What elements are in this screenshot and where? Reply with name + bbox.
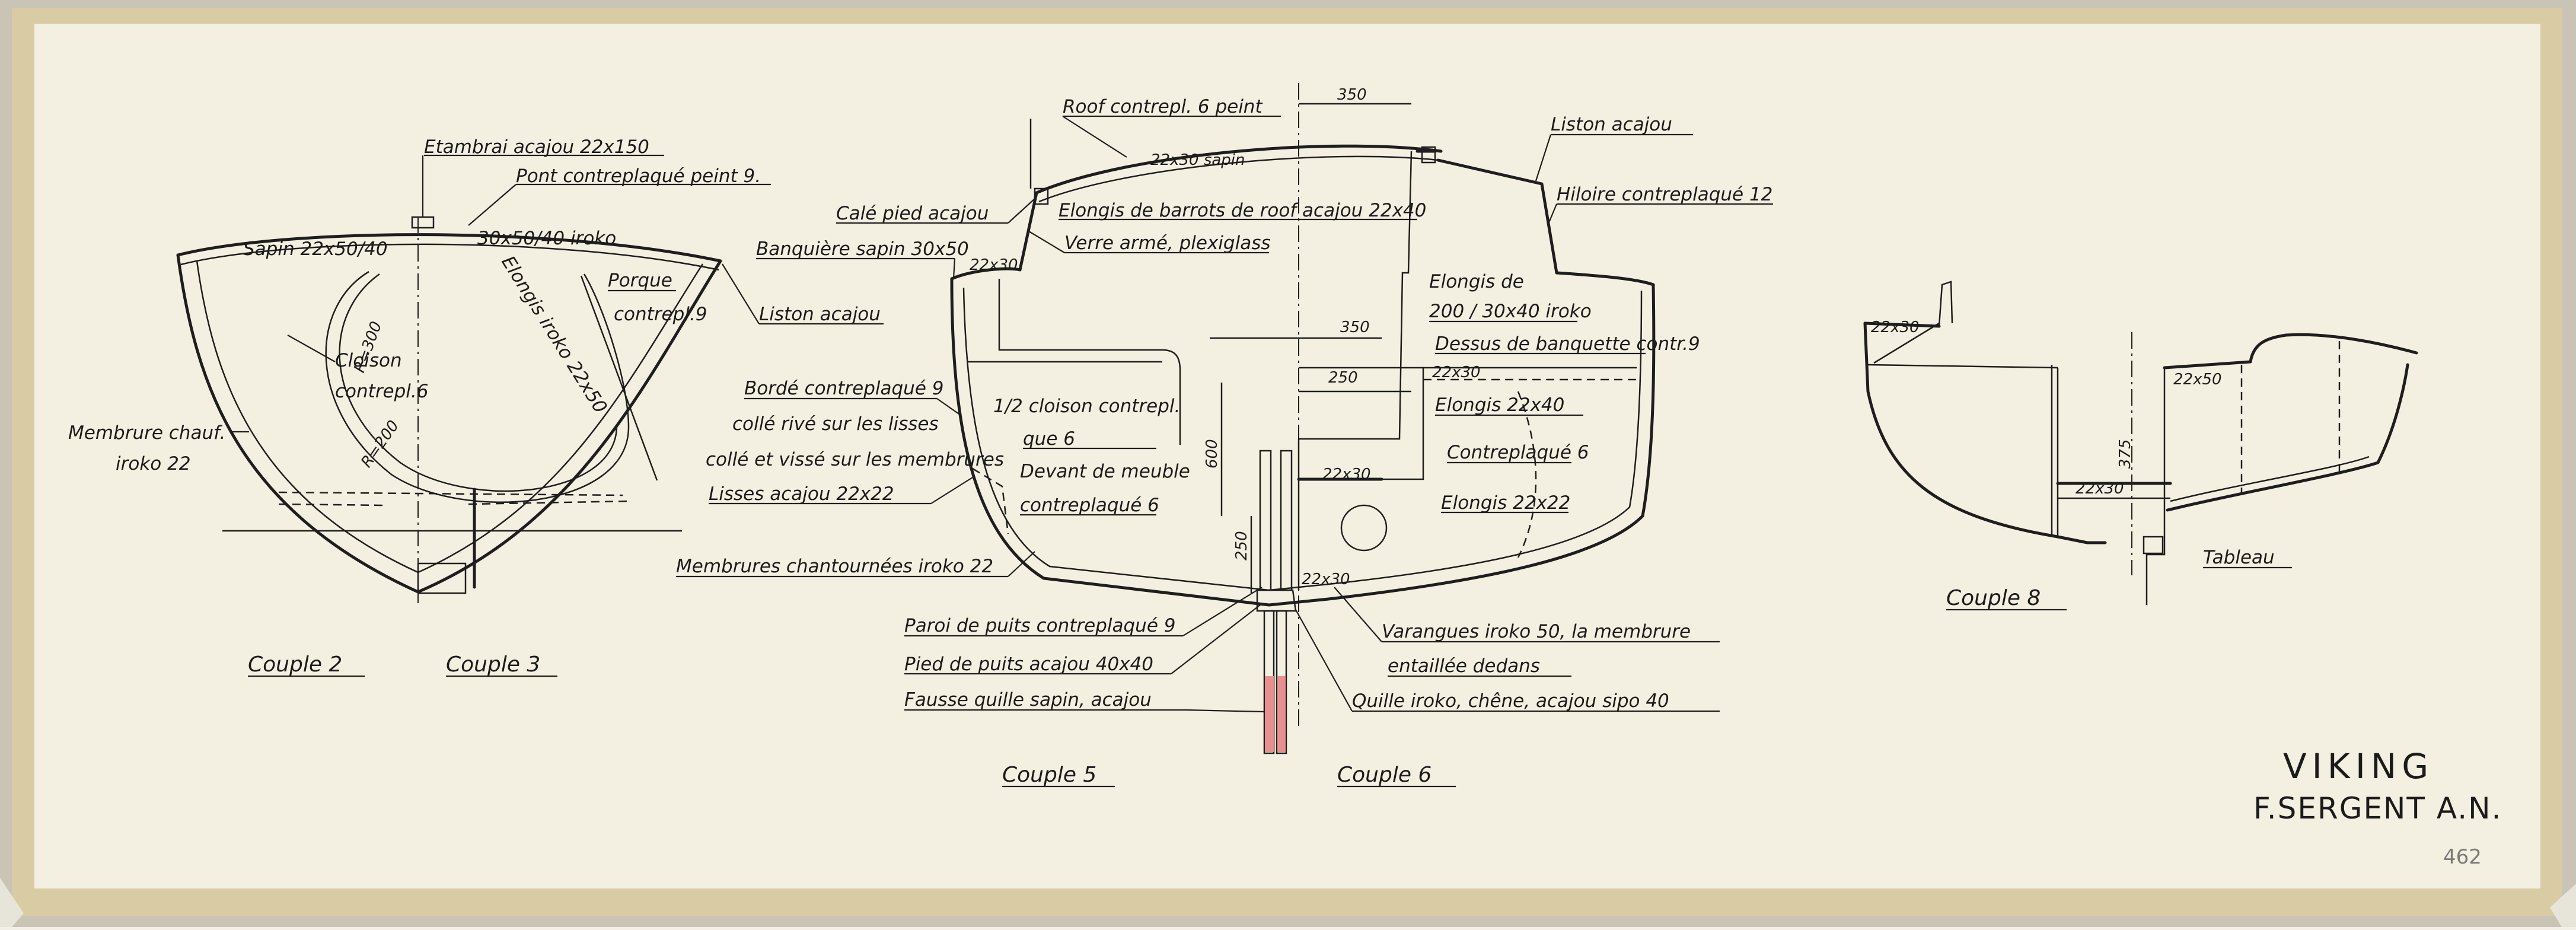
note-devant-2: contreplaqué 6 <box>1020 495 1159 516</box>
floor-dash-couple-2-3 <box>278 491 623 496</box>
corner-tab-right <box>2550 884 2576 927</box>
deck-couple-6 <box>1555 271 1655 286</box>
note-verre: Verre armé, plexiglass <box>1064 232 1271 254</box>
tableau-hull <box>2166 363 2409 512</box>
hull-inner-couple-5-6 <box>962 287 1643 591</box>
caption-couple-2: Couple 2 <box>248 652 342 677</box>
cloison-arc <box>339 273 618 492</box>
note-elongis-de: Elongis de <box>1429 271 1524 292</box>
tableau-top <box>2163 333 2418 370</box>
note-membrures-chant: Membrures chantournées iroko 22 <box>676 556 993 577</box>
red-pencil-mark-right <box>1277 676 1286 752</box>
porthole <box>1340 504 1388 552</box>
note-roof: Roof contrepl. 6 peint <box>1063 96 1263 117</box>
floor-dash-2-couple-2-3 <box>278 503 386 507</box>
note-cloison-contrepl: contrepl.6 <box>335 381 429 402</box>
title-block: VIKING F.SERGENT A.N. 462 <box>2253 746 2502 869</box>
note-quille: Quille iroko, chêne, acajou sipo 40 <box>1352 690 1669 712</box>
dim-22x30-c: 22x30 <box>1322 466 1371 483</box>
roof-couple-5-6 <box>1035 144 1443 195</box>
caption-couple-5: Couple 5 <box>1002 763 1096 787</box>
note-liston-1: Liston acajou <box>759 304 881 325</box>
elongis-line <box>580 275 658 481</box>
note-elongis-de-2: 200 / 30x40 iroko <box>1429 301 1592 322</box>
dim-350-mid: 350 <box>1340 319 1370 336</box>
fausse-quille-strip <box>1276 610 1287 754</box>
note-paroi-puits: Paroi de puits contreplaqué 9 <box>904 615 1175 636</box>
note-pont: Pont contreplaqué peint 9. <box>516 165 761 187</box>
note-borde-1: Bordé contreplaqué 9 <box>744 378 943 399</box>
note-tableau: Tableau <box>2203 547 2275 568</box>
note-membrure-chauf: Membrure chauf. <box>68 422 225 444</box>
note-hiloire: Hiloire contreplaqué 12 <box>1557 184 1772 205</box>
note-lisses: Lisses acajou 22x22 <box>709 483 894 505</box>
title-designer: F.SERGENT A.N. <box>2253 791 2502 826</box>
dim-22x30-8c: 22x30 <box>2076 480 2124 498</box>
note-elongis-barrots: Elongis de barrots de roof acajou 22x40 <box>1059 200 1426 221</box>
deck-couple-5 <box>950 267 1022 281</box>
coaming-couple-8 <box>1938 281 1953 327</box>
section-couple-8: 22x30 22x50 22x30 375 Tableau Couple 8 <box>1863 281 2418 611</box>
dim-22x30-8b: 22x30 <box>1871 319 1920 336</box>
hull-outline-couple-5-6 <box>950 277 1656 607</box>
dim-roof-barrot: 22x30 sapin <box>1150 151 1245 169</box>
note-devant-1: Devant de meuble <box>1020 461 1190 482</box>
note-varangues-2: entaillée dedans <box>1388 655 1540 677</box>
note-iroko-barrots: 30x50/40 iroko <box>477 228 616 249</box>
note-elongis-22x22: Elongis 22x22 <box>1441 492 1570 514</box>
deck-couple-2-3 <box>176 233 722 263</box>
dim-350-top: 350 <box>1337 86 1367 104</box>
note-borde-3: collé et vissé sur les membrures <box>706 449 1004 470</box>
note-contreplaque-6: Contreplaqué 6 <box>1447 442 1589 463</box>
section-couples-5-6: 350 22x30 sapin 350 250 600 250 22x30 22… <box>676 83 1773 788</box>
roof-side-left <box>1018 191 1038 272</box>
note-demi-cloison-1: 1/2 cloison contrepl. <box>993 396 1180 417</box>
note-borde-2: collé rivé sur les lisses <box>732 413 939 435</box>
keel-block-couple-2-3 <box>417 562 467 594</box>
note-liston-2: Liston acajou <box>1551 114 1672 135</box>
dim-375: 375 <box>2116 439 2134 469</box>
note-etambrai: Etambrai acajou 22x150 <box>424 136 649 158</box>
note-membrure-iroko: iroko 22 <box>116 453 191 474</box>
note-porque-contrepl: contrepl.9 <box>614 304 707 325</box>
cabin-wall-right <box>1299 151 1413 440</box>
note-cale-pied: Calé pied acajou <box>836 203 989 224</box>
dim-600: 600 <box>1203 439 1221 469</box>
dim-22x30-b: 22x30 <box>1432 364 1481 381</box>
note-cloison: Cloison <box>335 350 402 371</box>
note-varangues: Varangues iroko 50, la membrure <box>1382 621 1691 642</box>
dim-22x30-a: 22x30 <box>970 256 1018 274</box>
tableau-post <box>2145 368 2166 605</box>
note-elongis-22x40: Elongis 22x40 <box>1435 394 1564 416</box>
dim-250-top: 250 <box>1328 369 1358 387</box>
note-dessus-banquette: Dessus de banquette contr.9 <box>1435 333 1700 355</box>
caption-couple-3: Couple 3 <box>446 652 540 677</box>
corner-tab-left <box>0 878 24 927</box>
title-vessel-name: VIKING <box>2283 746 2434 786</box>
roof-side-right <box>1436 158 1558 275</box>
roof-inner-couple-5-6 <box>1038 155 1439 203</box>
deck-beam-couple-2-3 <box>180 243 719 271</box>
note-banquiere: Banquière sapin 30x50 <box>756 238 969 260</box>
red-pencil-mark-left <box>1265 676 1274 752</box>
note-fausse-quille: Fausse quille sapin, acajou <box>904 689 1152 711</box>
note-porque: Porque <box>608 270 672 291</box>
dim-22x30-d: 22x30 <box>1302 571 1350 588</box>
dim-250-v: 250 <box>1233 531 1251 560</box>
note-sapin-barrots: Sapin 22x50/40 <box>243 238 388 260</box>
paper <box>34 24 2540 888</box>
dim-22x50-8: 22x50 <box>2173 371 2222 388</box>
note-demi-cloison-2: que 6 <box>1023 428 1075 450</box>
hull-outline-couple-8 <box>1863 321 2107 544</box>
sheet-number: 462 <box>2443 845 2482 869</box>
caption-couple-6: Couple 6 <box>1337 763 1432 787</box>
caption-couple-8: Couple 8 <box>1946 586 2041 610</box>
banquette-left <box>998 279 1181 445</box>
note-pied-puits: Pied de puits acajou 40x40 <box>904 654 1153 675</box>
